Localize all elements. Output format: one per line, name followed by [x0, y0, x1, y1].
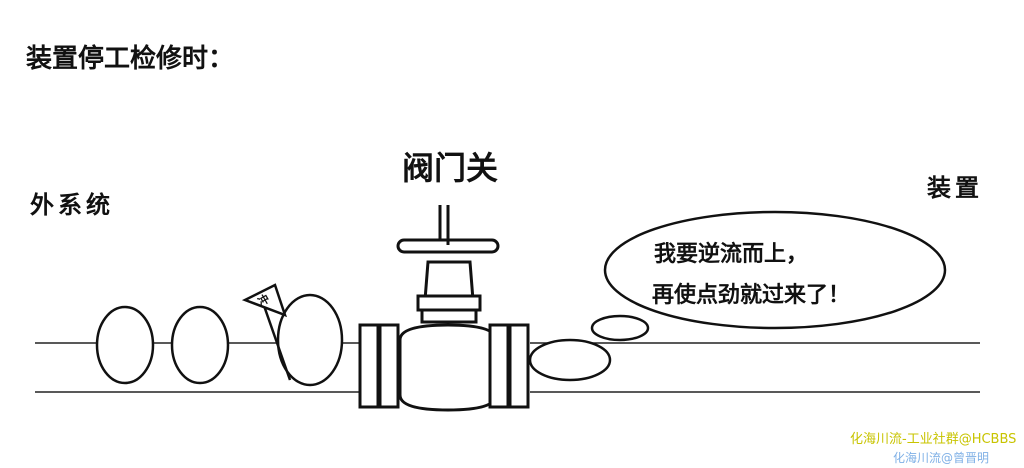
page-title: 装置停工检修时：: [26, 44, 235, 74]
watermark-primary: 化海川流-工业社群@HCBBS: [850, 432, 1017, 447]
speech-line-2: 再使点劲就过来了！: [652, 283, 851, 308]
device-label: 装置: [927, 174, 983, 202]
valve-state-label: 阀门关: [402, 149, 499, 187]
watermark-secondary: 化海川流@曾晋明: [893, 451, 990, 465]
fish-characters: [95, 210, 947, 387]
outer-system-label: 外系统: [30, 191, 114, 219]
speech-line-1: 我要逆流而上，: [654, 242, 809, 267]
gate-valve: [358, 205, 530, 412]
